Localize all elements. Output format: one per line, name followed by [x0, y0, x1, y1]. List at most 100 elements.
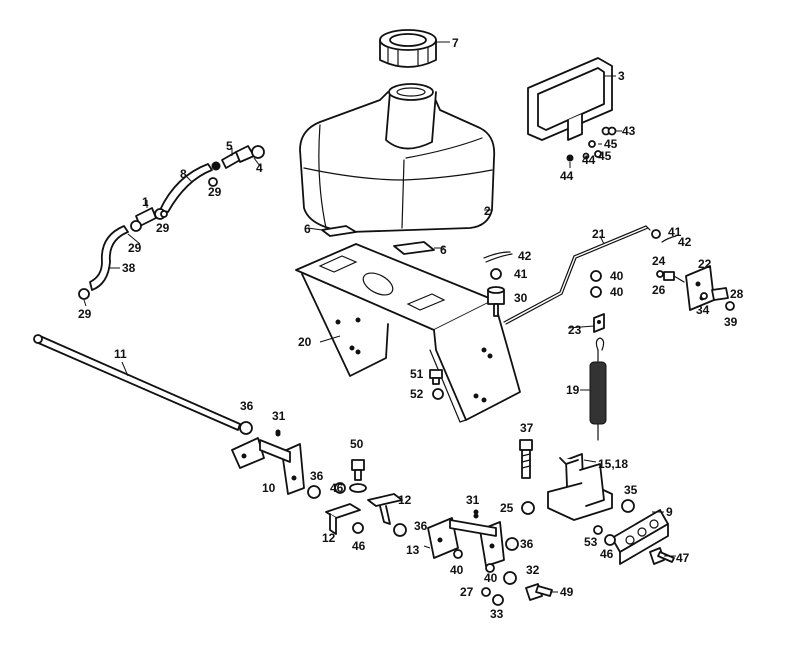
label-44-left: 44 — [560, 169, 574, 183]
label-26: 26 — [652, 283, 666, 297]
label-36-left: 36 — [240, 399, 254, 413]
label-9: 9 — [666, 505, 673, 519]
label-42-left: 42 — [518, 249, 532, 263]
label-27: 27 — [460, 585, 474, 599]
label-10: 10 — [262, 481, 276, 495]
label-36-right: 36 — [520, 537, 534, 551]
label-50: 50 — [350, 437, 364, 451]
label-4: 4 — [256, 161, 263, 175]
lever-bracket-10 — [231, 431, 305, 495]
label-20: 20 — [298, 335, 312, 349]
label-39: 39 — [724, 315, 738, 329]
label-41-left: 41 — [514, 267, 528, 281]
washer-53 — [593, 525, 603, 535]
fuel-fitting — [211, 145, 265, 171]
label-3: 3 — [618, 69, 625, 83]
nut-40-upper — [590, 270, 602, 282]
throttle-rod — [503, 225, 651, 325]
nut-40-lower — [590, 286, 602, 298]
label-32: 32 — [526, 563, 540, 577]
washer-36-upper — [307, 485, 321, 499]
label-31-right: 31 — [466, 493, 480, 507]
label-36-upper: 36 — [310, 469, 324, 483]
label-40-upper: 40 — [610, 269, 624, 283]
frame-hardware — [566, 126, 622, 168]
label-36-mid: 36 — [414, 519, 428, 533]
nut-25 — [521, 501, 535, 515]
tank-pads — [307, 225, 444, 255]
label-46-right: 46 — [600, 547, 614, 561]
fuel-tank — [299, 83, 496, 233]
bolt-37 — [519, 439, 533, 479]
label-41-right: 41 — [668, 225, 682, 239]
label-47: 47 — [676, 551, 690, 565]
bolt-50 — [349, 459, 367, 493]
label-2: 2 — [484, 204, 491, 218]
mounting-frame — [527, 57, 616, 141]
label-5: 5 — [226, 139, 233, 153]
label-34: 34 — [696, 303, 710, 317]
label-31-left: 31 — [272, 409, 286, 423]
label-40-lower: 40 — [610, 285, 624, 299]
pin-31-right — [473, 513, 479, 519]
label-30: 30 — [514, 291, 528, 305]
stud-23 — [593, 313, 605, 333]
label-51: 51 — [410, 367, 424, 381]
label-6-left: 6 — [304, 222, 311, 236]
label-35: 35 — [624, 483, 638, 497]
label-21: 21 — [592, 227, 606, 241]
hardware-28-34-39 — [700, 287, 735, 311]
washer-46-right — [604, 534, 616, 546]
label-45-upper: 45 — [604, 137, 618, 151]
plate-9 — [611, 499, 669, 565]
label-12-left: 12 — [322, 531, 336, 545]
label-12-right: 12 — [398, 493, 412, 507]
label-40-bottom: 40 — [484, 571, 498, 585]
washer-46-upper — [334, 482, 346, 494]
label-40-mid: 40 — [450, 563, 464, 577]
label-19: 19 — [566, 383, 580, 397]
washer-36-right — [505, 537, 519, 551]
label-45-lower: 45 — [598, 149, 612, 163]
label-44-right: 44 — [582, 153, 596, 167]
fitting-24 — [656, 270, 685, 283]
fuel-line — [154, 163, 218, 220]
bolt-51-nut-52 — [429, 369, 444, 400]
label-22: 22 — [698, 257, 712, 271]
label-7: 7 — [452, 36, 459, 50]
label-28: 28 — [730, 287, 744, 301]
label-46-upper: 46 — [330, 481, 344, 495]
label-23: 23 — [568, 323, 582, 337]
label-53: 53 — [584, 535, 598, 549]
tank-cap — [379, 29, 437, 68]
label-11: 11 — [114, 347, 127, 361]
label-38: 38 — [122, 261, 136, 275]
tank-bracket — [295, 243, 521, 423]
label-29-d: 29 — [78, 307, 92, 321]
hardware-bottom — [481, 563, 553, 606]
fuel-valve — [130, 200, 168, 232]
control-rod — [33, 334, 241, 431]
label-46-lower: 46 — [352, 539, 366, 553]
rod-clips — [483, 229, 677, 317]
tension-spring — [580, 337, 607, 441]
label-29-c: 29 — [156, 221, 170, 235]
label-6-right: 6 — [440, 243, 447, 257]
label-29-b: 29 — [128, 241, 142, 255]
label-15-18: 15,18 — [598, 457, 628, 471]
label-29-a: 29 — [208, 185, 222, 199]
pin-31-left — [275, 429, 281, 435]
label-43: 43 — [622, 124, 636, 138]
label-33: 33 — [490, 607, 504, 621]
label-42-right: 42 — [678, 235, 692, 249]
label-1: 1 — [142, 195, 149, 209]
callout-labels: 7 3 43 45 44 45 44 5 4 8 29 1 29 29 38 2… — [78, 36, 744, 621]
label-13: 13 — [406, 543, 420, 557]
leader-lines — [83, 41, 676, 593]
washer-36-left — [239, 421, 253, 435]
label-52: 52 — [410, 387, 424, 401]
fuel-hose — [78, 225, 129, 300]
label-37: 37 — [520, 421, 534, 435]
label-24: 24 — [652, 254, 666, 268]
